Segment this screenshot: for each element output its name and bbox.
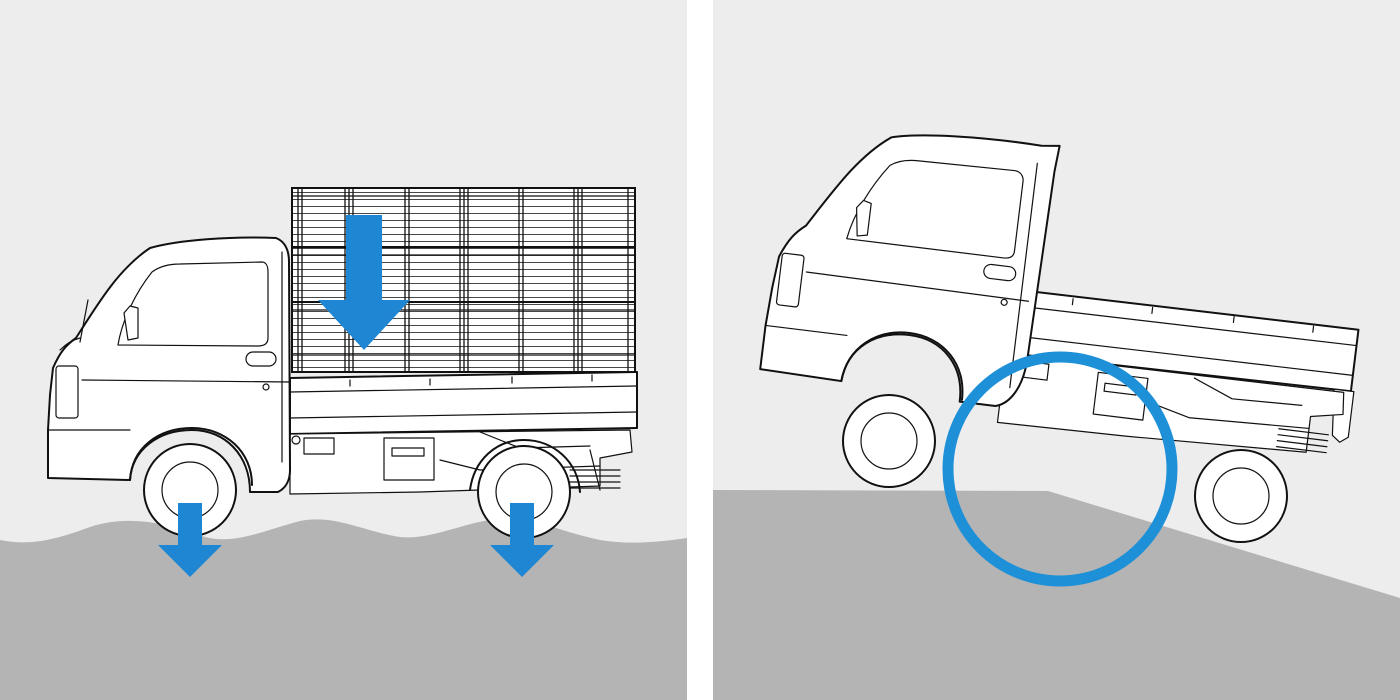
contact-highlight-ring-icon bbox=[942, 351, 1178, 587]
crate-stack bbox=[291, 187, 636, 373]
front-wheel bbox=[842, 394, 936, 488]
wheel-sink-arrow-icon bbox=[490, 503, 554, 577]
panel-slope-contact bbox=[713, 0, 1400, 700]
slope-ground bbox=[713, 490, 1400, 700]
load-arrow-icon bbox=[318, 215, 410, 350]
wheel-sink-arrow-icon bbox=[158, 503, 222, 577]
front-wheel bbox=[143, 443, 237, 537]
loaded-truck-scene bbox=[0, 0, 687, 700]
panel-loaded-truck bbox=[0, 0, 687, 700]
kei-truck-loaded bbox=[47, 187, 638, 495]
slope-contact-scene bbox=[713, 0, 1400, 700]
kei-truck-tilted bbox=[759, 134, 1360, 454]
rear-wheel bbox=[1194, 449, 1288, 543]
soft-wavy-ground bbox=[0, 518, 687, 700]
